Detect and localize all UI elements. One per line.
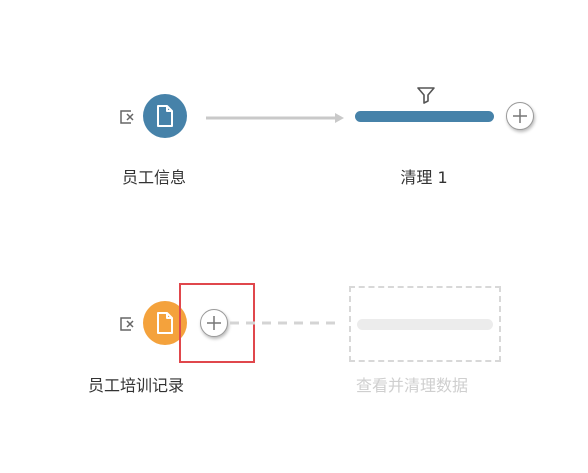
input-node-label: 员工信息	[121, 168, 187, 187]
remove-input-icon[interactable]	[118, 315, 136, 333]
placeholder-bar	[357, 319, 493, 330]
document-icon	[157, 105, 173, 127]
flow-connector-arrow	[206, 113, 344, 123]
filter-icon	[417, 87, 435, 104]
add-step-button[interactable]	[200, 309, 228, 337]
input-node-employee-info[interactable]	[143, 94, 187, 138]
document-icon	[157, 312, 173, 334]
plus-icon	[207, 316, 221, 330]
remove-input-icon[interactable]	[118, 108, 136, 126]
input-node-label: 员工培训记录	[87, 376, 185, 395]
clean-step-label[interactable]: 清理 1	[400, 168, 448, 187]
placeholder-step-box[interactable]	[349, 286, 501, 362]
clean-step-bar[interactable]	[355, 111, 494, 122]
plus-icon	[513, 109, 527, 123]
add-step-button[interactable]	[506, 102, 534, 130]
flow-connector-dashed	[230, 321, 342, 325]
placeholder-label: 查看并清理数据	[355, 376, 469, 395]
